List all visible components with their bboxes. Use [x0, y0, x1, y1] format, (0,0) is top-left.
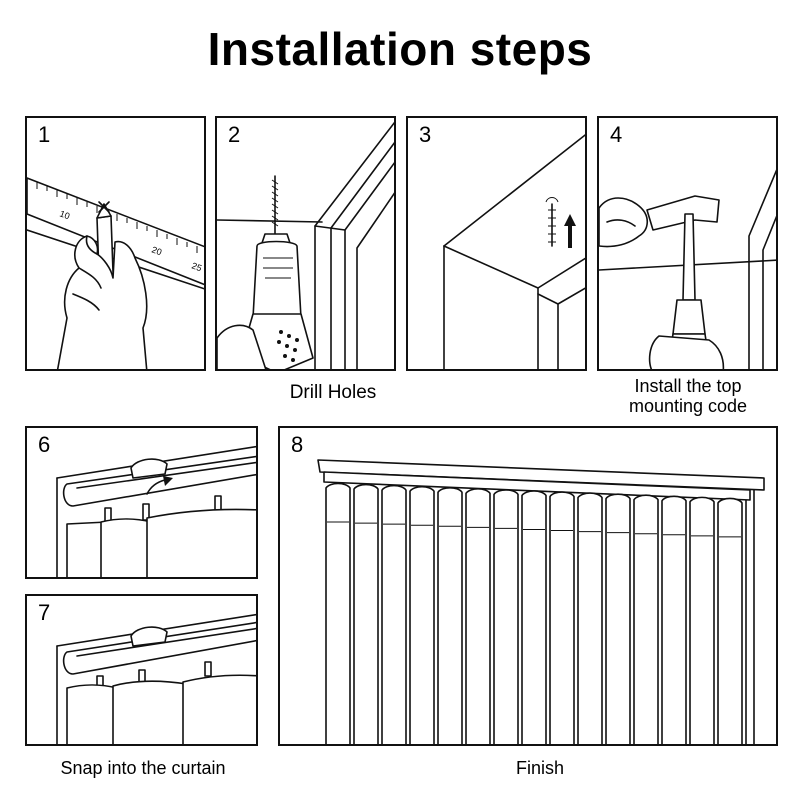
step-7-illustration	[56, 613, 256, 744]
step-1-panel: 1 10 20 25	[25, 116, 206, 371]
blind-slat	[633, 494, 659, 744]
step-3-number: 3	[417, 122, 434, 148]
step-6-illustration	[56, 445, 256, 577]
blind-slat	[381, 484, 407, 744]
caption-snap: Snap into the curtain	[60, 758, 226, 778]
step-4-illustration	[599, 169, 776, 369]
step-6-panel: 6	[25, 426, 258, 579]
blind-slat	[409, 485, 435, 744]
step-2-number: 2	[226, 122, 243, 148]
blind-slat	[689, 496, 715, 744]
caption-install-top-line1: Install the top	[634, 376, 742, 396]
step-2-panel: 2	[215, 116, 396, 371]
blind-slat	[661, 495, 687, 744]
blind-slat	[353, 483, 379, 744]
step-1-illustration: 10 20 25	[27, 177, 204, 369]
step-2-illustration	[217, 121, 394, 369]
step-8-number: 8	[289, 432, 306, 458]
blind-slat	[549, 491, 575, 744]
ruler-mark-10: 10	[58, 208, 71, 221]
step-1-number: 1	[36, 122, 53, 148]
step-6-number: 6	[36, 432, 53, 458]
blind-slat	[437, 486, 463, 744]
ruler-mark-25: 25	[190, 260, 203, 273]
step-8-illustration	[317, 459, 765, 744]
blind-slat	[325, 482, 351, 744]
blind-slat	[493, 489, 519, 744]
step-4-number: 4	[608, 122, 625, 148]
blind-slat	[521, 490, 547, 744]
blind-slat	[605, 493, 631, 744]
ruler-mark-20: 20	[150, 244, 163, 257]
step-7-panel: 7	[25, 594, 258, 746]
page-title: Installation steps	[207, 23, 593, 75]
caption-finish: Finish	[515, 758, 564, 778]
caption-install-top-line2: mounting code	[628, 396, 748, 416]
step-3-panel: 3	[406, 116, 587, 371]
blind-slat	[577, 492, 603, 744]
step-7-number: 7	[36, 600, 53, 626]
step-8-panel: 8	[278, 426, 778, 746]
caption-drill-holes: Drill Holes	[289, 382, 377, 403]
step-4-panel: 4	[597, 116, 778, 371]
step-3-illustration	[443, 134, 585, 369]
blind-slat	[465, 488, 491, 744]
blind-slat	[717, 497, 743, 744]
